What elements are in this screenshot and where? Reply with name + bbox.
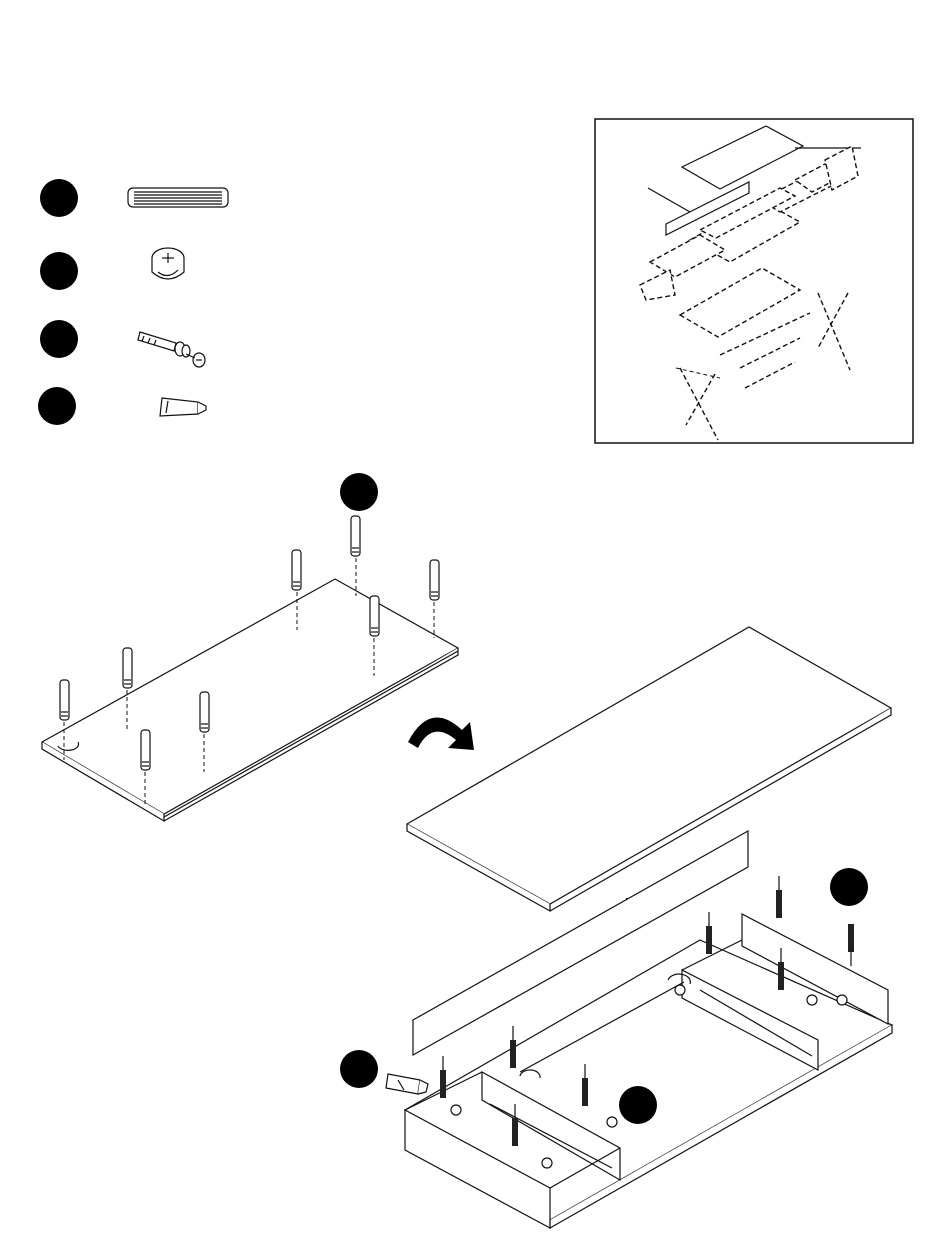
step-marker-dowel [830, 868, 868, 906]
cam-lock-icon [152, 248, 184, 279]
step-panel-with-cam-bolts [42, 473, 458, 821]
wooden-dowel-icon [128, 188, 228, 207]
legend-marker-1 [40, 179, 78, 217]
step-top-and-frame [340, 627, 892, 1228]
exploded-desk-overview-icon [595, 119, 913, 443]
legend-marker-4 [38, 387, 76, 425]
glue-tube-icon [160, 398, 206, 416]
step-marker-glue [340, 1050, 378, 1088]
cam-bolt-icon [138, 332, 205, 367]
parts-legend [38, 179, 228, 425]
legend-marker-3 [40, 320, 78, 358]
legend-marker-2 [40, 252, 78, 290]
step-marker-cam-bolt [340, 473, 378, 511]
step-marker-cam-lock [619, 1086, 657, 1124]
flip-arrow-icon [408, 718, 474, 751]
glue-tube-icon [386, 1074, 428, 1094]
desk-top-panel [407, 627, 891, 904]
